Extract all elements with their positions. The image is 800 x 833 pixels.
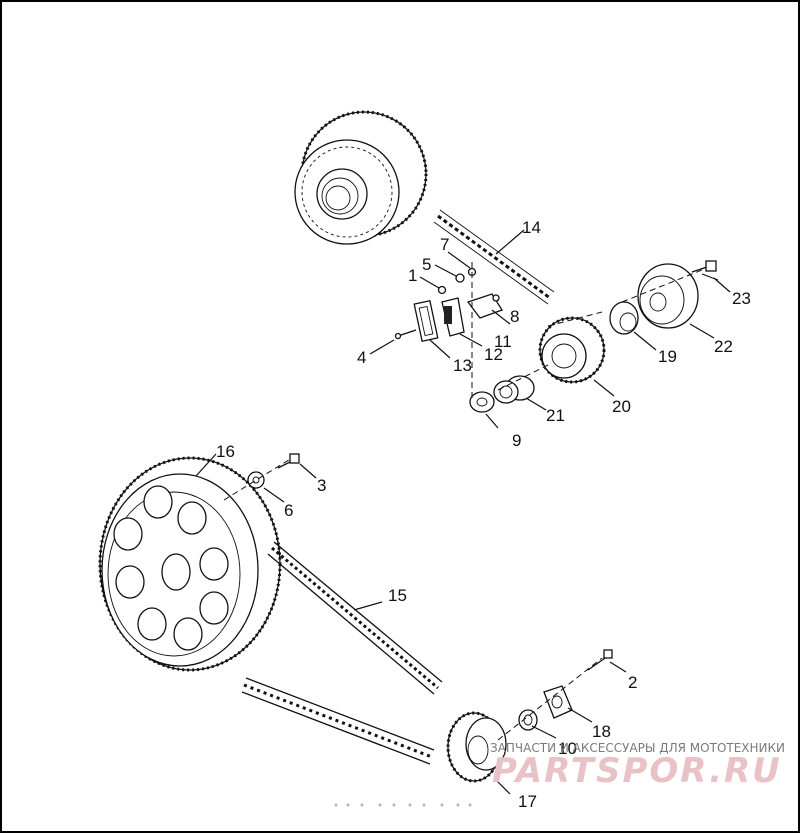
lock-screw — [587, 649, 613, 671]
engine-sprocket — [538, 316, 606, 384]
callout-14: 14 — [522, 218, 541, 237]
callout-5: 5 — [422, 255, 431, 274]
callout-8: 8 — [510, 307, 519, 326]
callout-9: 9 — [512, 431, 521, 450]
callout-10: 10 — [558, 739, 577, 758]
callout-2: 2 — [628, 673, 637, 692]
callout-18: 18 — [592, 722, 611, 741]
watermark-tagline: ЗАПЧАСТИ И АКСЕССУАРЫ ДЛЯ МОТОТЕХНИКИ — [490, 741, 785, 755]
pulley-bolt — [277, 453, 300, 469]
rear-pulley — [98, 456, 282, 672]
alignment-lines — [223, 262, 703, 741]
pulley-washer — [247, 471, 265, 489]
spacer — [493, 375, 535, 404]
callout-11: 11 — [494, 332, 512, 351]
seal-ring — [609, 301, 639, 335]
rotor-bolt — [691, 260, 717, 273]
callout-12: 12 — [484, 345, 503, 364]
callout-20: 20 — [612, 397, 631, 416]
callout-19: 19 — [658, 347, 677, 366]
callout-16: 16 — [216, 442, 235, 461]
watermark-logo: PARTSPOR.RU — [492, 751, 782, 791]
washer — [469, 391, 495, 413]
callout-labels: 1 2 3 4 5 6 7 8 9 10 11 12 13 14 15 16 1… — [216, 218, 751, 811]
callout-3: 3 — [317, 476, 326, 495]
callout-1: 1 — [408, 266, 417, 285]
callout-7: 7 — [440, 235, 449, 254]
drive-belt — [241, 541, 443, 765]
callout-4: 4 — [357, 348, 366, 367]
callout-15: 15 — [388, 586, 407, 605]
callout-22: 22 — [714, 337, 733, 356]
lock-plate — [543, 685, 573, 719]
callout-17: 17 — [518, 792, 537, 811]
chain-tensioner — [394, 267, 503, 343]
callout-23: 23 — [732, 289, 751, 308]
clutch-basket — [294, 110, 428, 245]
transmission-sprocket — [446, 711, 507, 783]
primary-chain — [433, 209, 555, 305]
callout-6: 6 — [284, 501, 293, 520]
callout-21: 21 — [546, 406, 565, 425]
callout-13: 13 — [453, 356, 472, 375]
callout-leaders — [195, 229, 731, 795]
sprocket-nut — [518, 709, 538, 731]
watermark: ЗАПЧАСТИ И АКСЕССУАРЫ ДЛЯ МОТОТЕХНИКИ PA… — [334, 741, 785, 807]
rotor — [637, 263, 699, 329]
